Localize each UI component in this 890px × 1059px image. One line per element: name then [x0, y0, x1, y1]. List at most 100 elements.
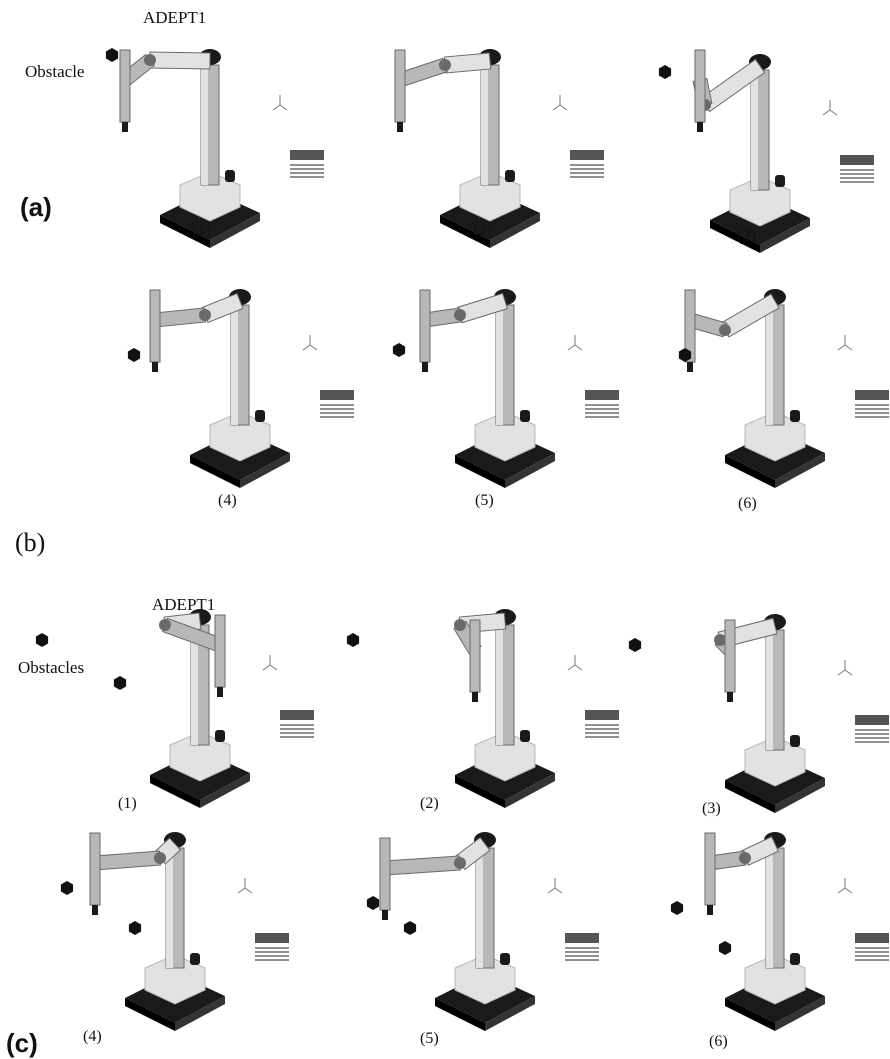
robot-column-highlight	[766, 630, 773, 750]
robot-frame-c2	[346, 595, 625, 815]
tool-tip	[472, 692, 478, 702]
arm-link	[149, 51, 211, 70]
robot-column-highlight	[231, 305, 238, 425]
robot-drawing	[105, 48, 324, 248]
tool-shaft	[394, 49, 406, 123]
robot-column-highlight	[481, 65, 488, 185]
part-label-a: (a)	[20, 192, 52, 222]
robot-base-side	[455, 455, 505, 488]
tool-shaft	[704, 832, 716, 906]
robot-motor	[520, 410, 530, 422]
elbow-joint	[454, 309, 466, 321]
tool-tip	[422, 362, 428, 372]
caption-c5: (5)	[420, 1030, 439, 1047]
robot-motor	[190, 953, 200, 965]
robot-base-side	[505, 453, 555, 488]
tool-tip	[727, 692, 733, 702]
robot-base-side	[485, 996, 535, 1031]
robot-drawing	[366, 832, 599, 1031]
robot-base-side	[775, 453, 825, 488]
obstacle-hexagon	[392, 343, 406, 357]
status-box-header	[855, 390, 889, 400]
row-a-title: ADEPT1	[143, 8, 207, 27]
tool-tip	[152, 362, 158, 372]
axes-triad	[567, 655, 583, 671]
robot-motor	[500, 953, 510, 965]
axes-triad	[262, 655, 278, 671]
arm-link	[384, 855, 461, 876]
tool-tip	[92, 905, 98, 915]
obstacle-hexagon	[346, 633, 360, 647]
elbow-joint	[454, 857, 466, 869]
caption-c1: (1)	[118, 795, 137, 812]
caption-b6: (6)	[738, 495, 757, 512]
tool-shaft	[89, 832, 101, 906]
axes-triad	[567, 335, 583, 351]
axes-triad	[302, 335, 318, 351]
robot-drawing	[35, 609, 314, 808]
robot-base-side	[190, 455, 240, 488]
arm-link	[699, 58, 766, 113]
obstacle-hexagon	[113, 676, 127, 690]
robot-frame-b6	[655, 275, 890, 495]
status-box-header	[585, 390, 619, 400]
robot-motor	[790, 410, 800, 422]
robot-column-highlight	[201, 65, 208, 185]
status-box-header	[840, 155, 874, 165]
robot-frame-b5	[385, 275, 625, 495]
robot-drawing	[392, 289, 619, 488]
row-a-obstacle-label: Obstacle	[25, 62, 85, 81]
axes-triad	[547, 878, 563, 894]
robot-column-highlight	[766, 848, 773, 968]
robot-frame-c5	[365, 818, 605, 1038]
robot-motor	[225, 170, 235, 182]
tool-shaft	[724, 619, 736, 693]
obstacle-hexagon	[128, 921, 142, 935]
robot-base-side	[435, 998, 485, 1031]
status-box-header	[320, 390, 354, 400]
row-c-obstacles-label: Obstacles	[18, 658, 85, 677]
part-label-b: (b)	[15, 528, 46, 557]
robot-motor	[790, 735, 800, 747]
status-box-header	[290, 150, 324, 160]
elbow-joint	[454, 619, 466, 631]
robot-drawing	[658, 49, 874, 253]
tool-shaft	[379, 837, 391, 911]
robot-column-highlight	[496, 625, 503, 745]
tool-tip	[122, 122, 128, 132]
elbow-joint	[739, 852, 751, 864]
obstacle-hexagon	[105, 48, 119, 62]
robot-column-highlight	[476, 848, 483, 968]
tool-shaft	[214, 614, 226, 688]
tool-tip	[687, 362, 693, 372]
obstacle-hexagon	[127, 348, 141, 362]
arm-link	[93, 850, 162, 871]
obstacle-hexagon	[670, 901, 684, 915]
robot-drawing	[60, 832, 289, 1031]
robot-base-side	[160, 215, 210, 248]
axes-triad	[237, 878, 253, 894]
robot-base-side	[775, 778, 825, 813]
arm-link	[456, 292, 509, 324]
axes-triad	[837, 335, 853, 351]
caption-a2: (2)	[473, 222, 492, 239]
robot-drawing	[628, 614, 889, 813]
robot-base-side	[240, 453, 290, 488]
robot-base-side	[710, 220, 760, 253]
robot-motor	[505, 170, 515, 182]
robot-column-highlight	[496, 305, 503, 425]
obstacle-hexagon	[35, 633, 49, 647]
robot-base-side	[725, 780, 775, 813]
axes-triad	[822, 100, 838, 116]
caption-a1: (1)	[192, 222, 211, 239]
tool-shaft	[149, 289, 161, 363]
robot-drawing	[394, 49, 604, 248]
part-label-c: (c)	[6, 1028, 38, 1058]
tool-shaft	[694, 49, 706, 123]
robot-frame-c1	[35, 595, 320, 815]
arm-link	[153, 307, 207, 328]
robot-motor	[520, 730, 530, 742]
robot-frame-c4	[55, 818, 295, 1038]
robot-drawing	[346, 609, 619, 808]
elbow-joint	[159, 619, 171, 631]
